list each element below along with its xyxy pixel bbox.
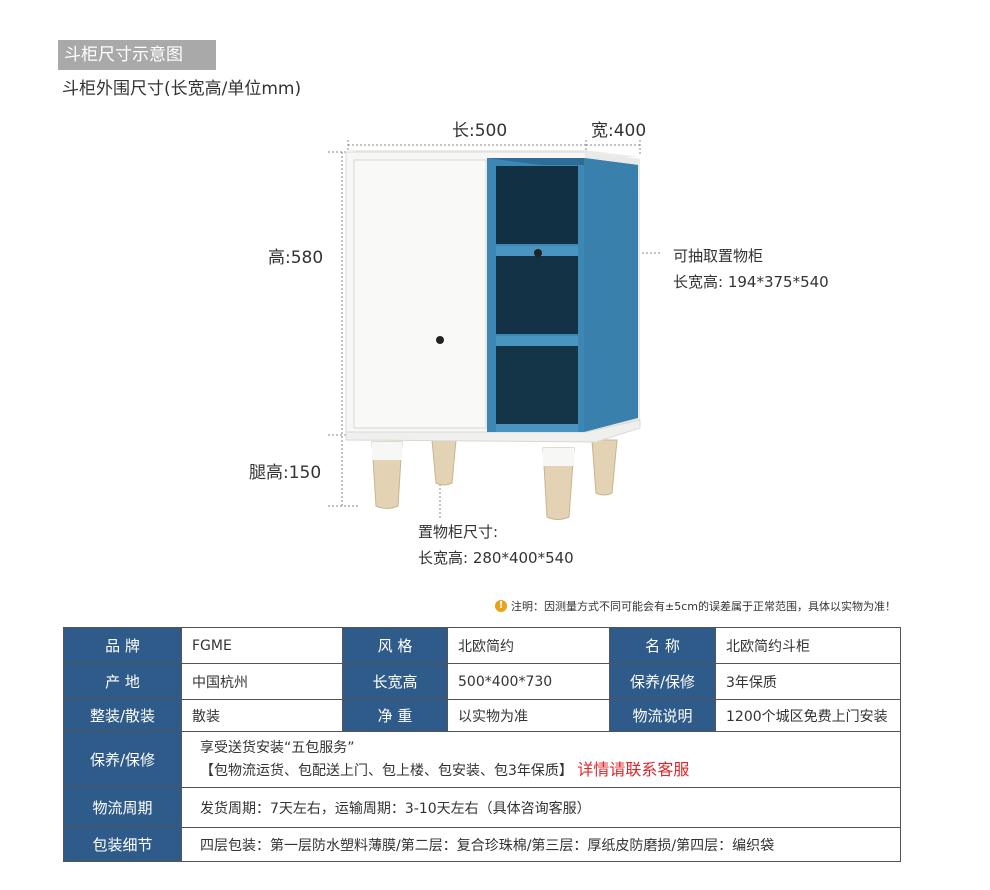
- table-row: 产 地 中国杭州 长宽高 500*400*730 保养/保修 3年保质: [63, 663, 901, 700]
- back-legs: [431, 439, 618, 496]
- cabinet-callout-title: 置物柜尺寸:: [418, 523, 499, 541]
- spec-label: 长宽高: [342, 663, 448, 700]
- height-label: 高:580: [268, 248, 324, 268]
- spec-label: 净 重: [342, 699, 448, 732]
- page-subtitle: 斗柜外围尺寸(长宽高/单位mm): [62, 79, 302, 99]
- note-text: 注明：因测量方式不同可能会有±5cm的误差属于正常范围，具体以实物为准！: [511, 600, 896, 613]
- leg-height-label: 腿高:150: [249, 463, 322, 483]
- length-label: 长:500: [452, 121, 508, 141]
- spec-label: 包装细节: [63, 827, 182, 862]
- cabinet-callout-dims: 长宽高: 280*400*540: [418, 549, 574, 567]
- cabinet-diagram: [328, 140, 660, 520]
- spec-value: 以实物为准: [447, 699, 610, 732]
- spec-value: 北欧简约斗柜: [715, 627, 901, 664]
- spec-label: 名 称: [609, 627, 716, 664]
- drawer-callout: 可抽取置物柜 长宽高: 194*375*540: [673, 243, 829, 295]
- logistics-value: 发货周期：7天左右，运输周期：3-10天左右（具体咨询客服）: [181, 787, 901, 828]
- spec-label: 物流周期: [63, 787, 182, 828]
- measurement-note: ! 注明：因测量方式不同可能会有±5cm的误差属于正常范围，具体以实物为准！: [495, 598, 896, 614]
- section-title: 斗柜尺寸示意图: [58, 40, 216, 70]
- spec-value: 北欧简约: [447, 627, 610, 664]
- service-line-1: 享受送货安装“五包服务”: [200, 740, 355, 756]
- spec-value: 3年保质: [715, 663, 901, 700]
- table-row: 包装细节 四层包装：第一层防水塑料薄膜/第二层：复合珍珠棉/第三层：厚纸皮防磨损…: [63, 827, 901, 862]
- table-row: 保养/保修 享受送货安装“五包服务” 【包物流运货、包配送上门、包上楼、包安装、…: [63, 731, 901, 788]
- spec-label: 风 格: [342, 627, 448, 664]
- spec-label: 整装/散装: [63, 699, 182, 732]
- table-row: 物流周期 发货周期：7天左右，运输周期：3-10天左右（具体咨询客服）: [63, 787, 901, 828]
- spec-label: 保养/保修: [609, 663, 716, 700]
- drawer-callout-dims: 长宽高: 194*375*540: [673, 273, 829, 291]
- service-line-2: 【包物流运货、包配送上门、包上楼、包安装、包3年保质】 详情请联系客服: [200, 759, 900, 782]
- width-label: 宽:400: [591, 121, 647, 141]
- drawer-callout-title: 可抽取置物柜: [673, 247, 764, 265]
- front-legs: [371, 441, 575, 520]
- cabinet-callout: 置物柜尺寸: 长宽高: 280*400*540: [418, 519, 574, 571]
- table-row: 品 牌 FGME 风 格 北欧简约 名 称 北欧简约斗柜: [63, 627, 901, 664]
- spec-label: 品 牌: [63, 627, 182, 664]
- spec-value: 1200个城区免费上门安装: [715, 699, 901, 732]
- spec-value: 中国杭州: [181, 663, 343, 700]
- contact-service-link[interactable]: 详情请联系客服: [577, 760, 690, 779]
- spec-label: 产 地: [63, 663, 182, 700]
- warning-icon: !: [495, 600, 508, 612]
- spec-label: 物流说明: [609, 699, 716, 732]
- packing-value: 四层包装：第一层防水塑料薄膜/第二层：复合珍珠棉/第三层：厚纸皮防磨损/第四层：…: [181, 827, 901, 862]
- spec-value: FGME: [181, 627, 343, 664]
- spec-label: 保养/保修: [63, 731, 182, 788]
- service-details: 享受送货安装“五包服务” 【包物流运货、包配送上门、包上楼、包安装、包3年保质】…: [181, 731, 901, 788]
- spec-value: 散装: [181, 699, 343, 732]
- spec-table: 品 牌 FGME 风 格 北欧简约 名 称 北欧简约斗柜 产 地 中国杭州 长宽…: [63, 627, 901, 862]
- table-row: 整装/散装 散装 净 重 以实物为准 物流说明 1200个城区免费上门安装: [63, 699, 901, 732]
- spec-value: 500*400*730: [447, 663, 610, 700]
- cabinet-body: [345, 150, 641, 443]
- service-line-2-text: 【包物流运货、包配送上门、包上楼、包安装、包3年保质】: [200, 763, 573, 779]
